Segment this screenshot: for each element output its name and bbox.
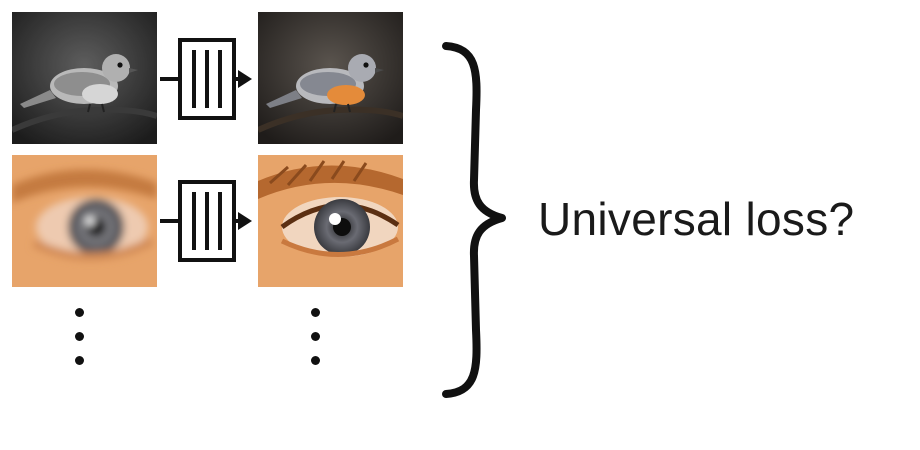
ellipsis-left — [73, 308, 85, 380]
curly-brace — [440, 40, 510, 405]
network-block-icon — [160, 180, 252, 262]
colorized-bird-image — [258, 12, 403, 144]
sharp-eye-image — [258, 155, 403, 287]
grayscale-bird-image — [12, 12, 157, 144]
ellipsis-dot — [74, 308, 84, 317]
ellipsis-dot — [74, 332, 84, 341]
blurry-eye-image — [12, 155, 157, 287]
ellipsis-dot — [310, 356, 320, 365]
ellipsis-right — [309, 308, 321, 380]
ellipsis-dot — [74, 356, 84, 365]
ellipsis-dot — [310, 308, 320, 317]
universal-loss-label: Universal loss? — [538, 193, 855, 245]
ellipsis-dot — [310, 332, 320, 341]
network-block-icon — [160, 38, 252, 120]
